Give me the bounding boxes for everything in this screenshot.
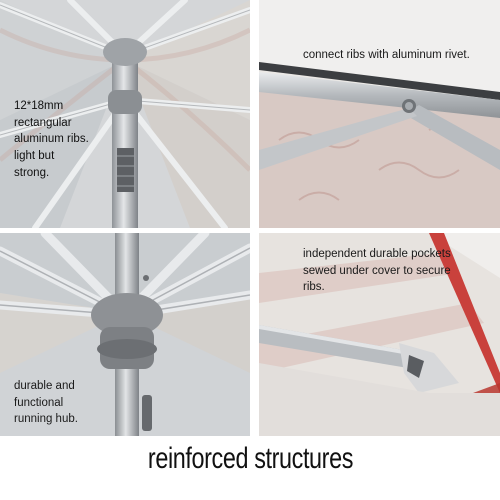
running-hub-photo [0,233,250,436]
ribs-caption-line: rectangular [14,116,72,129]
ribs-caption-line: strong. [14,166,50,179]
ribs-caption-line: aluminum ribs. [14,133,89,146]
panel-ribs-underside: 12*18mm rectangular aluminum ribs. light… [0,0,250,228]
rivet-closeup-photo [259,0,500,228]
ribs-caption: 12*18mm rectangular aluminum ribs. light… [14,98,124,181]
panel-rivet-closeup: connect ribs with aluminum rivet. [259,0,500,228]
hub-caption: durable and functional running hub. [14,378,114,428]
panel-running-hub: durable and functional running hub. [0,233,250,436]
panel-rib-pocket: independent durable pockets sewed under … [259,233,500,436]
pocket-caption-line: sewed under cover to secure [303,264,451,277]
hub-caption-line: functional [14,396,64,409]
ribs-caption-line: 12*18mm [14,100,64,112]
hub-caption-line: durable and [14,380,75,392]
rib-pocket-photo [259,233,500,436]
pocket-caption-line: independent durable pockets [303,248,451,260]
pocket-caption: independent durable pockets sewed under … [303,246,498,296]
rivet-caption: connect ribs with aluminum rivet. [303,49,470,61]
ribs-caption-line: light but [14,150,55,163]
ribs-underside-photo [0,0,250,228]
footer-banner: reinforced structures [0,436,500,500]
footer-title: reinforced structures [147,442,353,475]
pocket-caption-line: ribs. [303,281,325,294]
hub-caption-line: running hub. [14,413,78,426]
